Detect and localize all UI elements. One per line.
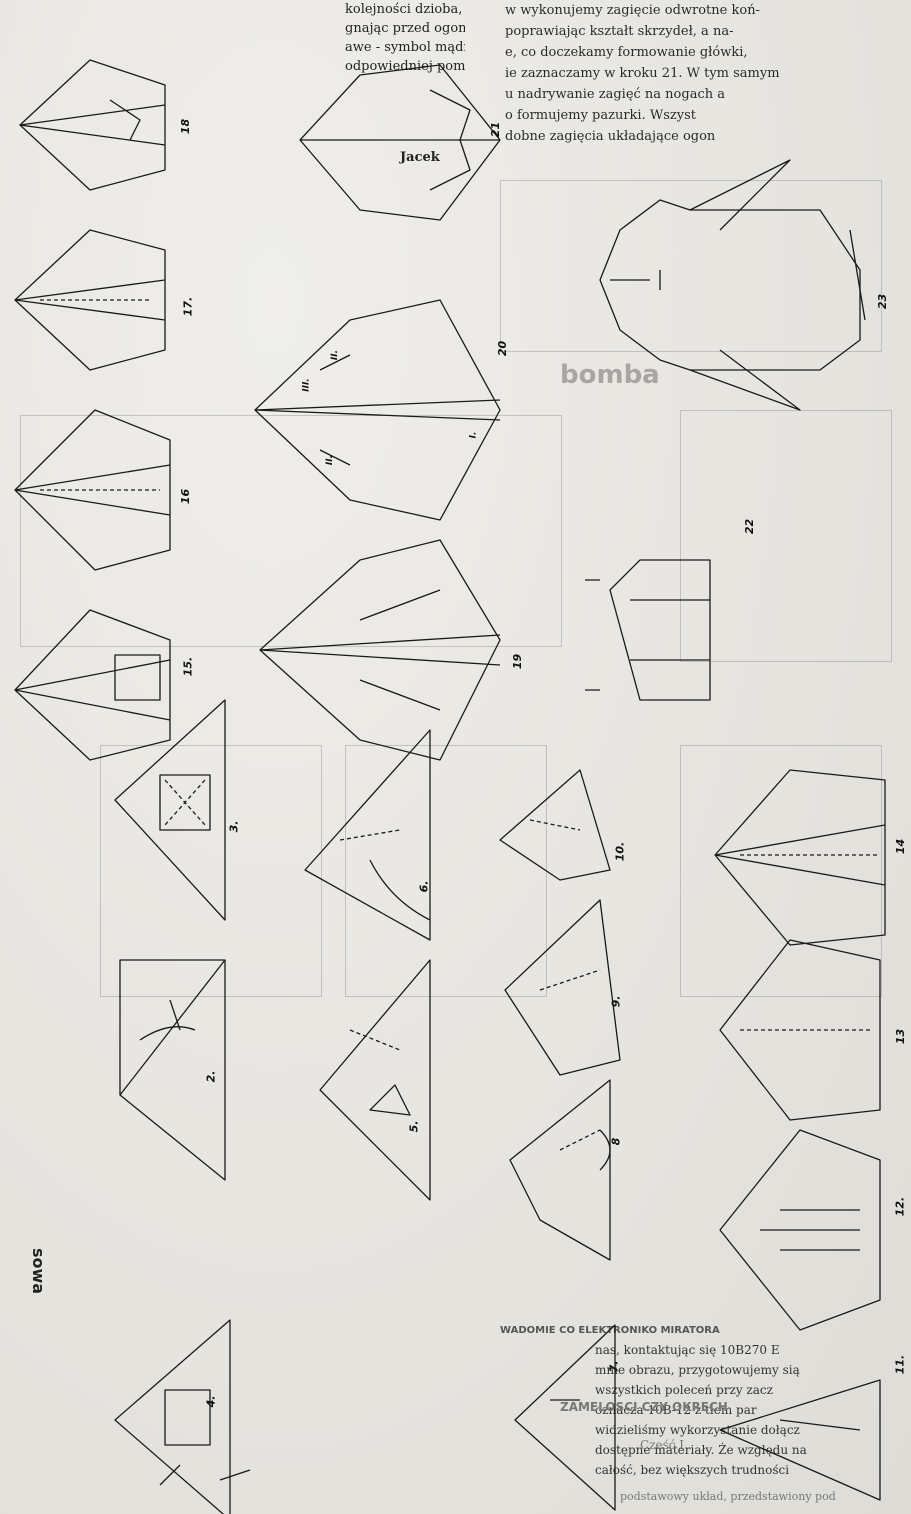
diagram-step-7: [515, 1325, 615, 1510]
diagram-step-10: [500, 770, 610, 880]
fold-mark: II.: [330, 350, 340, 360]
diagram-step-6: [305, 730, 430, 940]
step-label: 6.: [417, 881, 430, 893]
step-label: 23: [876, 294, 889, 309]
diagram-step-20: [255, 300, 500, 520]
diagram-step-12: [720, 1130, 880, 1330]
diagram-step-5: [320, 960, 430, 1200]
step-label: 20: [496, 341, 509, 356]
diagram-step-17: [15, 230, 165, 370]
step-label: 12.: [893, 1197, 906, 1217]
step-label: 15.: [181, 657, 194, 677]
step-label: 2.: [204, 1071, 217, 1083]
step-label: 17.: [181, 297, 194, 317]
step-label: 11.: [893, 1355, 906, 1375]
step-label: 18: [179, 119, 192, 134]
step-label: 16: [179, 489, 192, 504]
diagram-step-14: [715, 770, 885, 945]
step-label: 13: [894, 1029, 907, 1044]
diagram-step-4: [115, 1320, 250, 1514]
step-label: 3.: [227, 821, 240, 833]
diagram-step-8: [510, 1080, 610, 1260]
diagram-step-18: [20, 60, 165, 190]
step-label: 21: [489, 122, 502, 137]
fold-mark: III.: [302, 378, 312, 391]
step-label: 8: [609, 1138, 622, 1146]
diagram-step-11: [720, 1380, 880, 1500]
diagram-step-16: [15, 410, 170, 570]
diagram-step-21: [300, 65, 500, 220]
fold-mark: II.: [325, 455, 335, 465]
diagram-step-13: [720, 940, 880, 1120]
diagram-step-9: [505, 900, 620, 1075]
step-label: 7.: [607, 1361, 620, 1373]
step-label: 14: [894, 839, 907, 854]
diagram-step-19: [260, 540, 500, 760]
step-label: 5.: [407, 1121, 420, 1133]
step-label: 9.: [609, 996, 622, 1008]
diagram-step-22: [585, 560, 710, 700]
step-label: 10.: [613, 842, 626, 862]
step-label: 22: [743, 519, 756, 534]
step-label: 19: [511, 654, 524, 669]
diagram-step-23: [600, 160, 865, 410]
fold-mark: I.: [468, 432, 478, 439]
diagram-step-15: [15, 610, 170, 760]
step-label: 4.: [204, 1396, 217, 1408]
